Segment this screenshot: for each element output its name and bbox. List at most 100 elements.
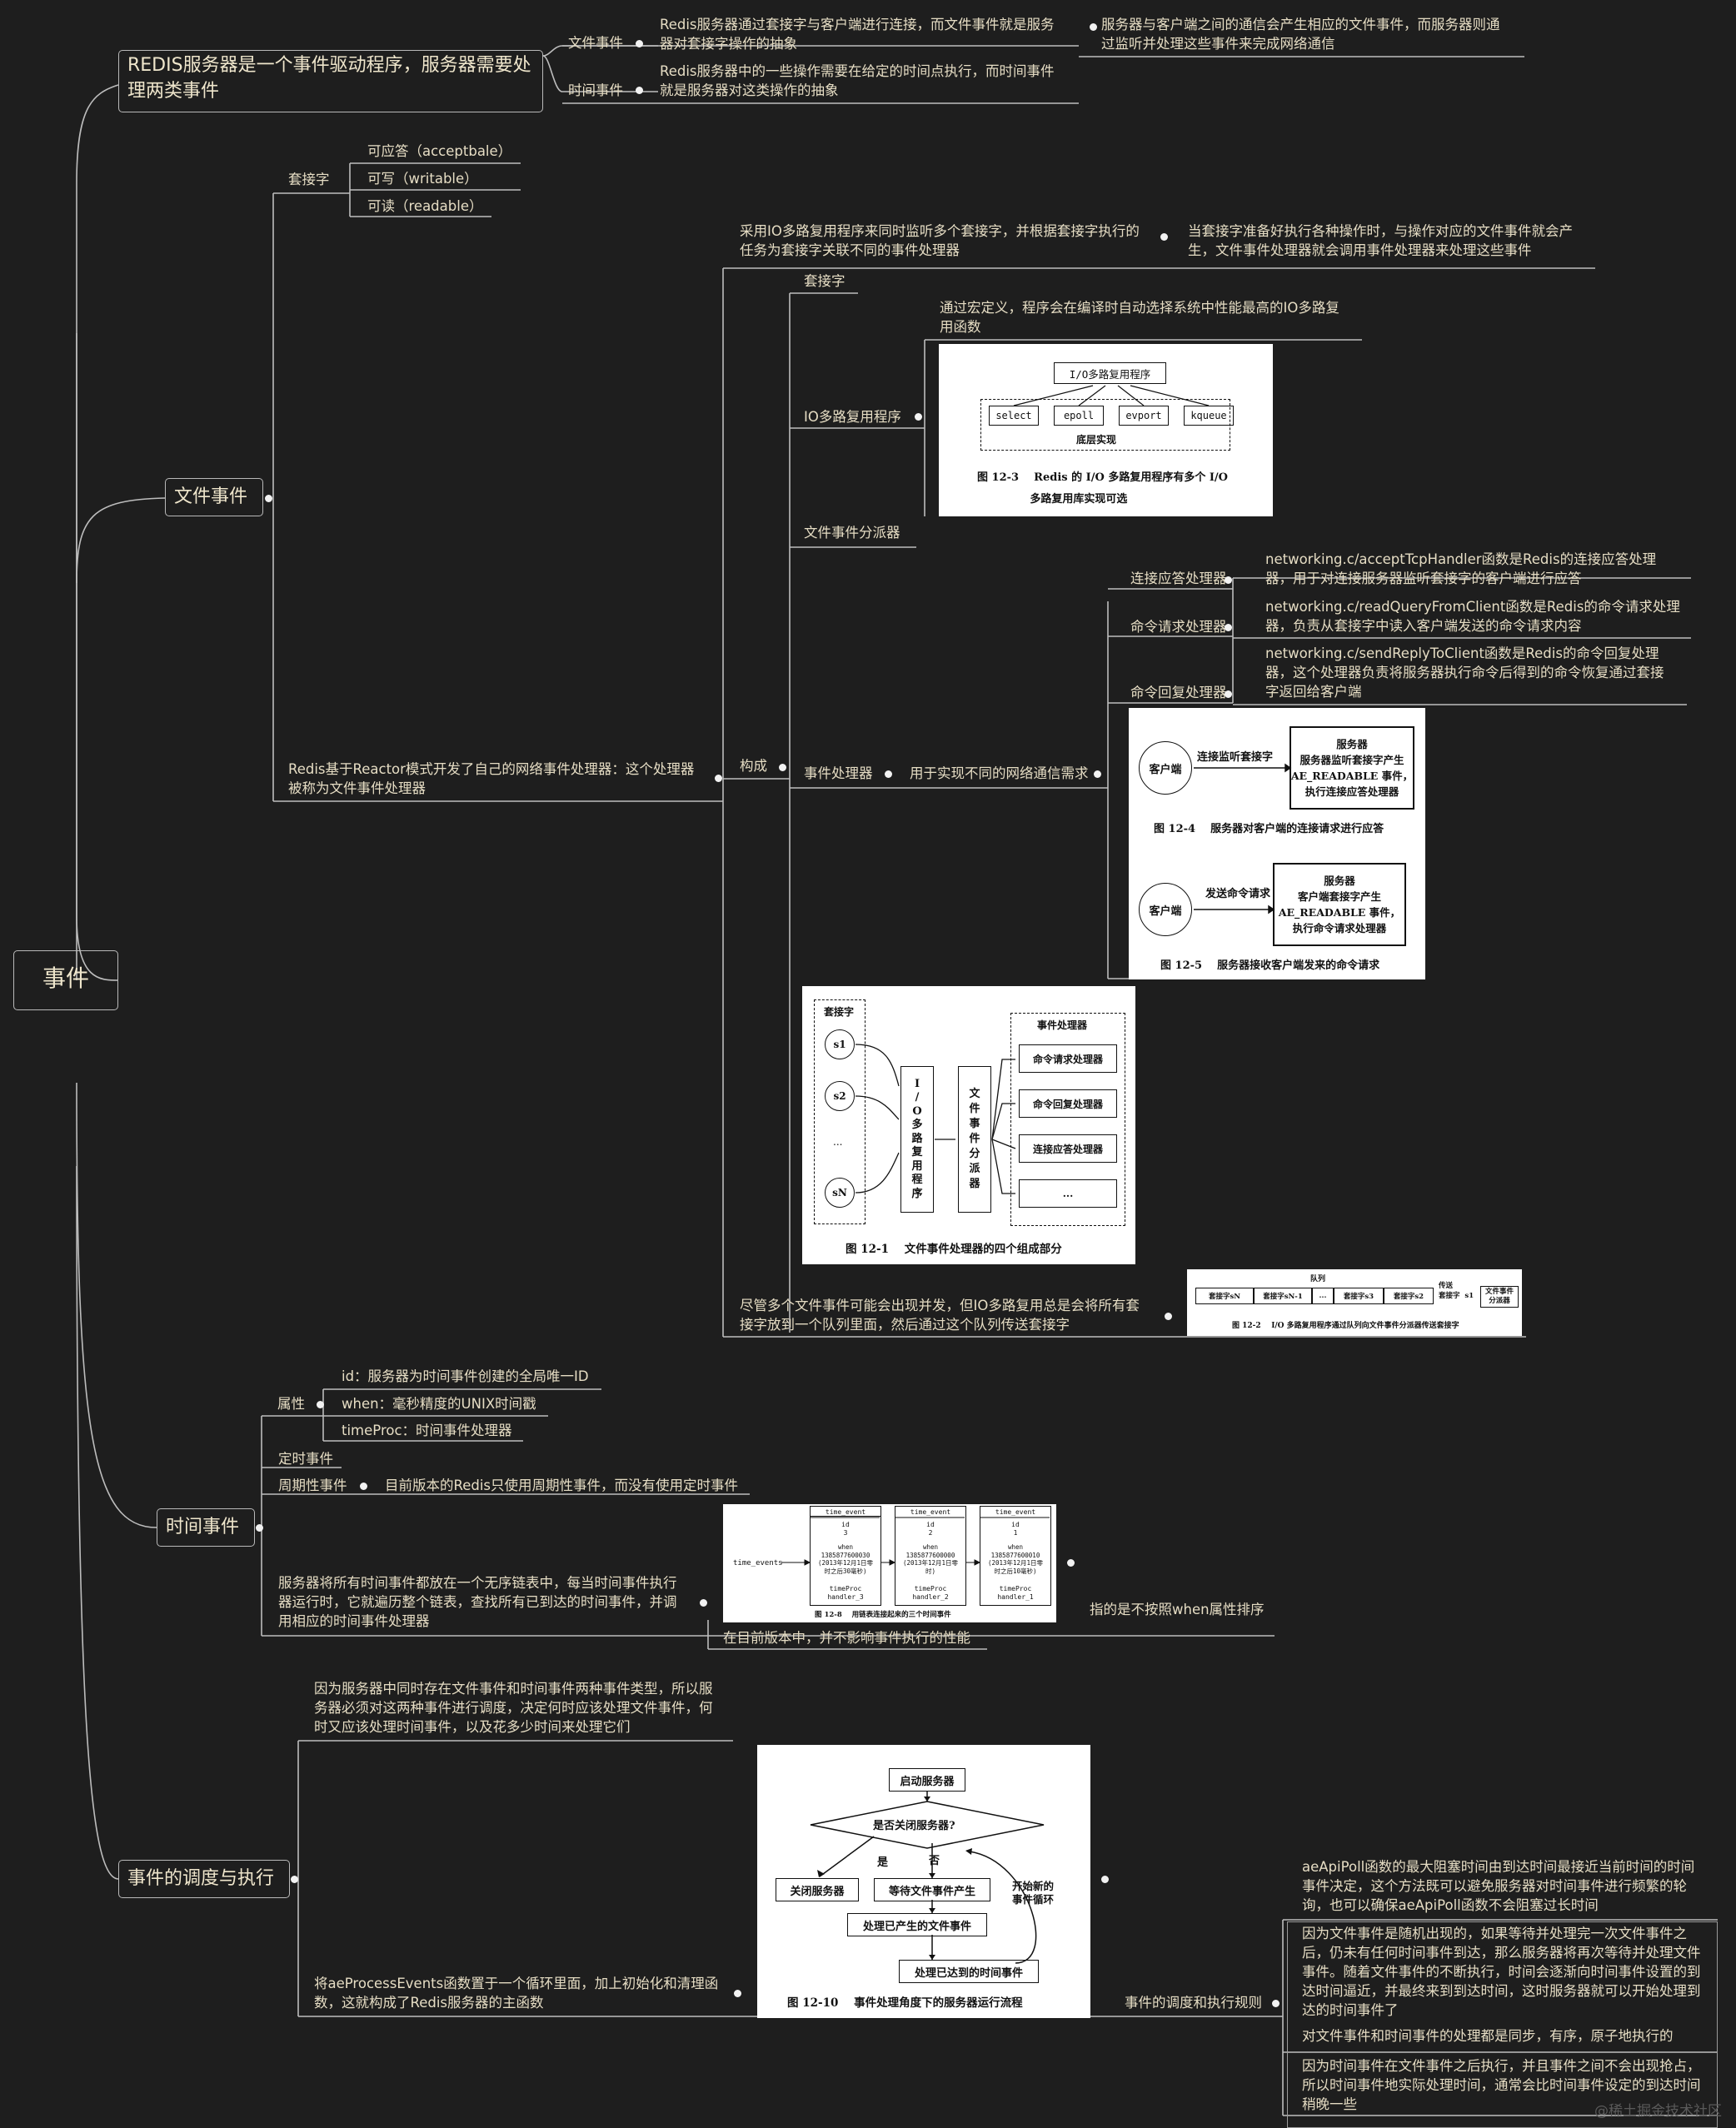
time-event-node-2: time_event id 2 when 1385877600000 (2013… xyxy=(895,1506,966,1606)
attr-id[interactable]: id：服务器为时间事件创建的全局唯一ID xyxy=(342,1368,589,1384)
flow-loop: 开始新的 事件循环 xyxy=(1012,1880,1055,1906)
time-events-head: time_events xyxy=(733,1559,783,1567)
node-dot xyxy=(779,764,786,771)
accept-handler-desc[interactable]: networking.c/acceptTcpHandler函数是Redis的连接… xyxy=(1265,551,1657,586)
socket-s1: s1 xyxy=(825,1029,855,1059)
node-type: time_event xyxy=(811,1508,880,1517)
select-box: select xyxy=(989,406,1039,426)
node-id: id 3 xyxy=(841,1521,850,1537)
branch-time-event[interactable]: 时间事件 xyxy=(157,1508,255,1547)
node-dot xyxy=(700,1599,707,1607)
scheduling-why[interactable]: 因为服务器中同时存在文件事件和时间事件两种事件类型，所以服 务器必须对这两种事件… xyxy=(314,1681,713,1735)
node-id: id 2 xyxy=(926,1521,935,1537)
reactor-desc[interactable]: Redis基于Reactor模式开发了自己的网络事件处理器：这个处理器 被称为文… xyxy=(288,761,695,796)
flow-no: 否 xyxy=(929,1855,940,1867)
reply-handler-label[interactable]: 命令回复处理器 xyxy=(1130,685,1227,700)
main-loop-desc[interactable]: 将aeProcessEvents函数置于一个循环里面，加上初始化和清理函 数，这… xyxy=(314,1976,719,2011)
figure-12-4-12-5: 客户端 连接监听套接字 服务器 服务器监听套接字产生 AE_READABLE 事… xyxy=(1129,708,1425,979)
compose-dispatcher[interactable]: 文件事件分派器 xyxy=(804,525,900,541)
timed-event-label[interactable]: 定时事件 xyxy=(278,1451,333,1467)
figure-12-3: I/O多路复用程序 select epoll evport kqueue 底层实… xyxy=(939,344,1273,516)
socket-ellipsis: ... xyxy=(833,1136,843,1148)
io-top-desc2[interactable]: 当套接字准备好执行各种操作时，与操作对应的文件事件就会产 生，文件事件处理器就会… xyxy=(1188,223,1573,258)
socket-label[interactable]: 套接字 xyxy=(288,172,330,187)
queue-cell-sn: 套接字sN xyxy=(1195,1288,1254,1304)
dispatcher-box: 文件事件 分派器 xyxy=(1480,1286,1519,1308)
fig12-3-caption: 图 12-3 Redis 的 I/O 多路复用程序有多个 I/O 多路复用库实现… xyxy=(977,471,1228,506)
node-dot xyxy=(360,1483,367,1490)
socket-sn: sN xyxy=(825,1178,855,1208)
attr-timeproc[interactable]: timeProc：时间事件处理器 xyxy=(342,1423,512,1438)
unordered-note[interactable]: 指的是不按照when属性排序 xyxy=(1090,1602,1265,1617)
node-dot xyxy=(1225,576,1232,584)
node-dot xyxy=(1160,233,1168,241)
fig12-4-arrows xyxy=(1194,763,1292,914)
client-circle-2: 客户端 xyxy=(1139,883,1192,936)
socket-readable[interactable]: 可读（readable） xyxy=(367,198,483,214)
queue-cell-ellipsis: ... xyxy=(1312,1288,1334,1304)
figure-12-2: 队列 套接字sN 套接字sN-1 ... 套接字s3 套接字s2 传送 套接字 … xyxy=(1187,1269,1522,1336)
accept-handler-label[interactable]: 连接应答处理器 xyxy=(1130,571,1227,586)
flow-yes: 是 xyxy=(877,1856,889,1869)
node-dot xyxy=(1272,2000,1280,2007)
flow-start: 启动服务器 xyxy=(889,1768,965,1792)
rule-4[interactable]: 因为时间事件在文件事件之后执行，并且事件之间不会出现抢占， 所以时间事件地实际处… xyxy=(1302,2058,1701,2112)
handlers-label: 事件处理器 xyxy=(1037,1019,1088,1031)
branch-event-driven[interactable]: REDIS服务器是一个事件驱动程序，服务器需要处 理两类事件 xyxy=(118,50,543,112)
socket-acceptable[interactable]: 可应答（acceptbale） xyxy=(367,143,512,159)
attr-label[interactable]: 属性 xyxy=(277,1396,305,1412)
rule-3[interactable]: 对文件事件和时间事件的处理都是同步，有序，原子地执行的 xyxy=(1302,2028,1674,2044)
queue-cell-s3: 套接字s3 xyxy=(1334,1288,1384,1304)
reply-handler-desc[interactable]: networking.c/sendReplyToClient函数是Redis的命… xyxy=(1265,645,1664,700)
branch-scheduling[interactable]: 事件的调度与执行 xyxy=(118,1860,290,1898)
compose-io[interactable]: IO多路复用程序 xyxy=(804,409,901,425)
compose-socket[interactable]: 套接字 xyxy=(804,273,846,289)
send-arrow-label: 发送命令请求 xyxy=(1205,888,1271,900)
io-multiplexer-box: I/O多路复用程序 xyxy=(1054,362,1166,384)
queue-cell-s2: 套接字s2 xyxy=(1384,1288,1434,1304)
io-macro-desc[interactable]: 通过宏定义，程序会在编译时自动选择系统中性能最高的IO多路复 用函数 xyxy=(940,300,1339,335)
node-dot xyxy=(265,495,272,502)
attr-when[interactable]: when：毫秒精度的UNIX时间戳 xyxy=(342,1396,536,1412)
compose-label[interactable]: 构成 xyxy=(740,758,767,774)
no-impact-note[interactable]: 在目前版本中，并不影响事件执行的性能 xyxy=(723,1630,970,1646)
node-dot xyxy=(1067,1559,1075,1567)
node-when: when 1385877600030 (2013年12月1日零 时之后30毫秒) xyxy=(817,1543,874,1575)
dispatcher-col: 文 件 事 件 分 派 器 xyxy=(958,1066,991,1213)
node-dot xyxy=(1225,624,1232,631)
socket-writable[interactable]: 可写（writable） xyxy=(367,171,478,187)
node-dot xyxy=(636,40,643,47)
time-event-label[interactable]: 时间事件 xyxy=(568,82,623,98)
handler-cmd-req: 命令请求处理器 xyxy=(1019,1044,1117,1073)
file-event-desc[interactable]: Redis服务器通过套接字与客户端进行连接，而文件事件就是服务 器对套接字操作的… xyxy=(660,17,1055,52)
file-event-label[interactable]: 文件事件 xyxy=(568,35,623,51)
root-node[interactable]: 事件 xyxy=(13,950,118,1010)
file-event-desc2[interactable]: 服务器与客户端之间的通信会产生相应的文件事件，而服务器则通 过监听并处理这些事件… xyxy=(1101,17,1500,52)
queue-desc[interactable]: 尽管多个文件事件可能会出现并发，但IO多路复用总是会将所有套 接字放到一个队列里… xyxy=(740,1298,1140,1333)
evport-box: evport xyxy=(1119,406,1169,426)
sockets-group xyxy=(814,999,866,1224)
rule-1[interactable]: aeApiPoll函数的最大阻塞时间由到达时间最接近当前时间的时间 事件决定，这… xyxy=(1302,1859,1695,1913)
time-event-desc[interactable]: Redis服务器中的一些操作需要在给定的时间点执行，而时间事件 就是服务器对这类… xyxy=(660,63,1055,98)
periodic-event-desc[interactable]: 目前版本的Redis只使用周期性事件，而没有使用定时事件 xyxy=(385,1478,739,1493)
handler-ellipsis: ... xyxy=(1019,1179,1117,1208)
handler-desc[interactable]: 用于实现不同的网络通信需求 xyxy=(910,765,1089,781)
node-type: time_event xyxy=(910,1508,951,1516)
flow-decide: 是否关闭服务器? xyxy=(873,1820,955,1832)
branch-file-event[interactable]: 文件事件 xyxy=(165,478,263,516)
client-circle: 客户端 xyxy=(1139,741,1192,795)
cmd-handler-label[interactable]: 命令请求处理器 xyxy=(1130,619,1227,635)
unordered-list-desc[interactable]: 服务器将所有时间事件都放在一个无序链表中，每当时间事件执行 器运行时，它就遍历整… xyxy=(278,1575,677,1629)
node-dot xyxy=(1101,1876,1109,1883)
scheduling-rules-label[interactable]: 事件的调度和执行规则 xyxy=(1125,1995,1262,2011)
rule-2[interactable]: 因为文件事件是随机出现的，如果等待并处理完一次文件事件之 后，仍未有任何时间事件… xyxy=(1302,1926,1701,2018)
compose-handler[interactable]: 事件处理器 xyxy=(804,765,873,781)
io-top-desc[interactable]: 采用IO多路复用程序来同时监听多个套接字，并根据套接字执行的 任务为套接字关联不… xyxy=(740,223,1140,258)
periodic-event-label[interactable]: 周期性事件 xyxy=(278,1478,347,1493)
handler-accept: 连接应答处理器 xyxy=(1019,1134,1117,1163)
node-proc: timeProc handler_2 xyxy=(912,1585,949,1601)
cmd-handler-desc[interactable]: networking.c/readQueryFromClient函数是Redis… xyxy=(1265,599,1680,634)
node-proc: timeProc handler_1 xyxy=(997,1585,1034,1601)
node-dot xyxy=(734,1990,741,1997)
